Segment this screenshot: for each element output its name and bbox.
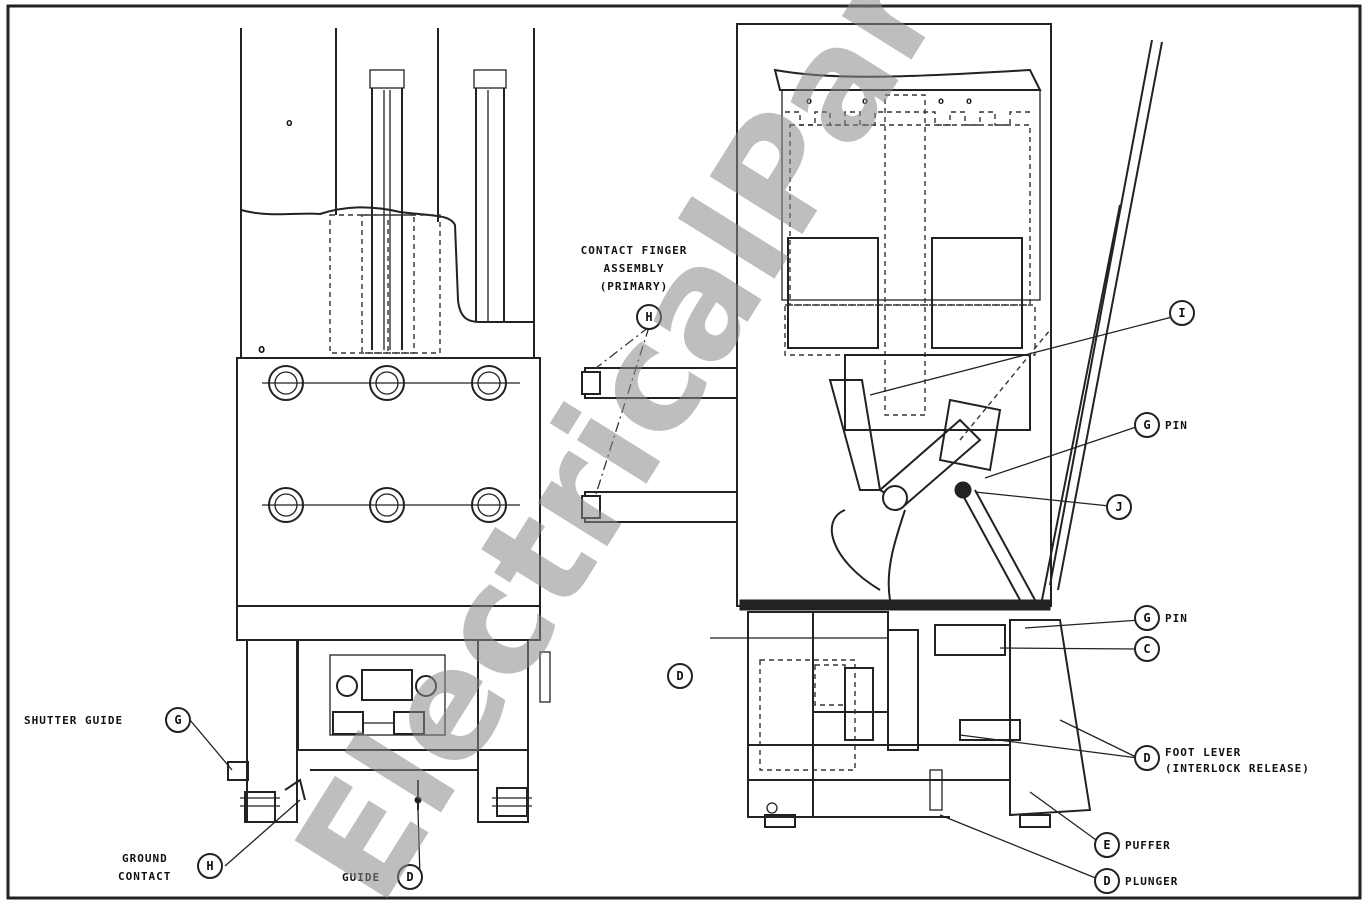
callout-e-puffer: E xyxy=(1094,832,1120,858)
callout-j: J xyxy=(1106,494,1132,520)
label-foot-lever-2: (INTERLOCK RELEASE) xyxy=(1165,762,1310,775)
label-plunger: PLUNGER xyxy=(1125,875,1178,888)
svg-text:o: o xyxy=(286,116,293,129)
svg-text:G: G xyxy=(174,713,181,727)
label-contact-finger-1: CONTACT FINGER xyxy=(581,244,688,257)
svg-text:C: C xyxy=(1143,642,1150,656)
primary-bushings-lower xyxy=(262,487,520,523)
contact-finger-assemblies xyxy=(581,367,746,523)
label-ground-contact-1: GROUND xyxy=(122,852,168,865)
svg-text:E: E xyxy=(1103,838,1110,852)
svg-text:o: o xyxy=(806,96,812,107)
label-pin-lower: PIN xyxy=(1165,612,1188,625)
svg-text:G: G xyxy=(1143,611,1150,625)
svg-text:G: G xyxy=(1143,418,1150,432)
label-foot-lever-1: FOOT LEVER xyxy=(1165,746,1241,759)
label-contact-finger-2: ASSEMBLY xyxy=(604,262,665,275)
callout-h-contact: H xyxy=(636,304,662,330)
callout-d-foot-lever: D xyxy=(1134,745,1160,771)
text-labels: CONTACT FINGER ASSEMBLY (PRIMARY) SHUTTE… xyxy=(24,244,1310,888)
label-pin-upper: PIN xyxy=(1165,419,1188,432)
callout-d-plunger: D xyxy=(1094,868,1120,894)
label-shutter-guide: SHUTTER GUIDE xyxy=(24,714,123,727)
primary-bushings-upper xyxy=(262,365,520,401)
svg-text:D: D xyxy=(1143,751,1150,765)
label-contact-finger-3: (PRIMARY) xyxy=(600,280,669,293)
label-puffer: PUFFER xyxy=(1125,839,1171,852)
frame-border xyxy=(6,4,1362,900)
svg-text:o: o xyxy=(966,96,972,107)
svg-text:D: D xyxy=(406,870,413,884)
callout-c: C xyxy=(1134,636,1160,662)
callout-h-ground: H xyxy=(197,853,223,879)
callout-i-top: I xyxy=(1169,300,1195,326)
svg-text:o: o xyxy=(938,96,944,107)
callout-d-center: D xyxy=(667,663,693,689)
svg-text:H: H xyxy=(645,310,652,324)
svg-text:o: o xyxy=(258,342,265,356)
svg-text:D: D xyxy=(676,669,683,683)
svg-text:I: I xyxy=(1178,306,1185,320)
label-guide: GUIDE xyxy=(342,871,380,884)
svg-text:o: o xyxy=(862,96,868,107)
callout-g-pin-upper: G xyxy=(1134,412,1160,438)
side-view: o o o o xyxy=(736,23,1092,828)
callout-g-pin-lower: G xyxy=(1134,605,1160,631)
callout-bubbles: H I G J G C D D xyxy=(165,300,1195,894)
front-view: o o xyxy=(227,28,551,823)
svg-text:H: H xyxy=(206,859,213,873)
callout-g-shutter: G xyxy=(165,707,191,733)
leader-lines xyxy=(189,315,1177,882)
callout-d-guide: D xyxy=(397,864,423,890)
svg-text:D: D xyxy=(1103,874,1110,888)
label-ground-contact-2: CONTACT xyxy=(118,870,171,883)
svg-text:J: J xyxy=(1115,500,1122,514)
